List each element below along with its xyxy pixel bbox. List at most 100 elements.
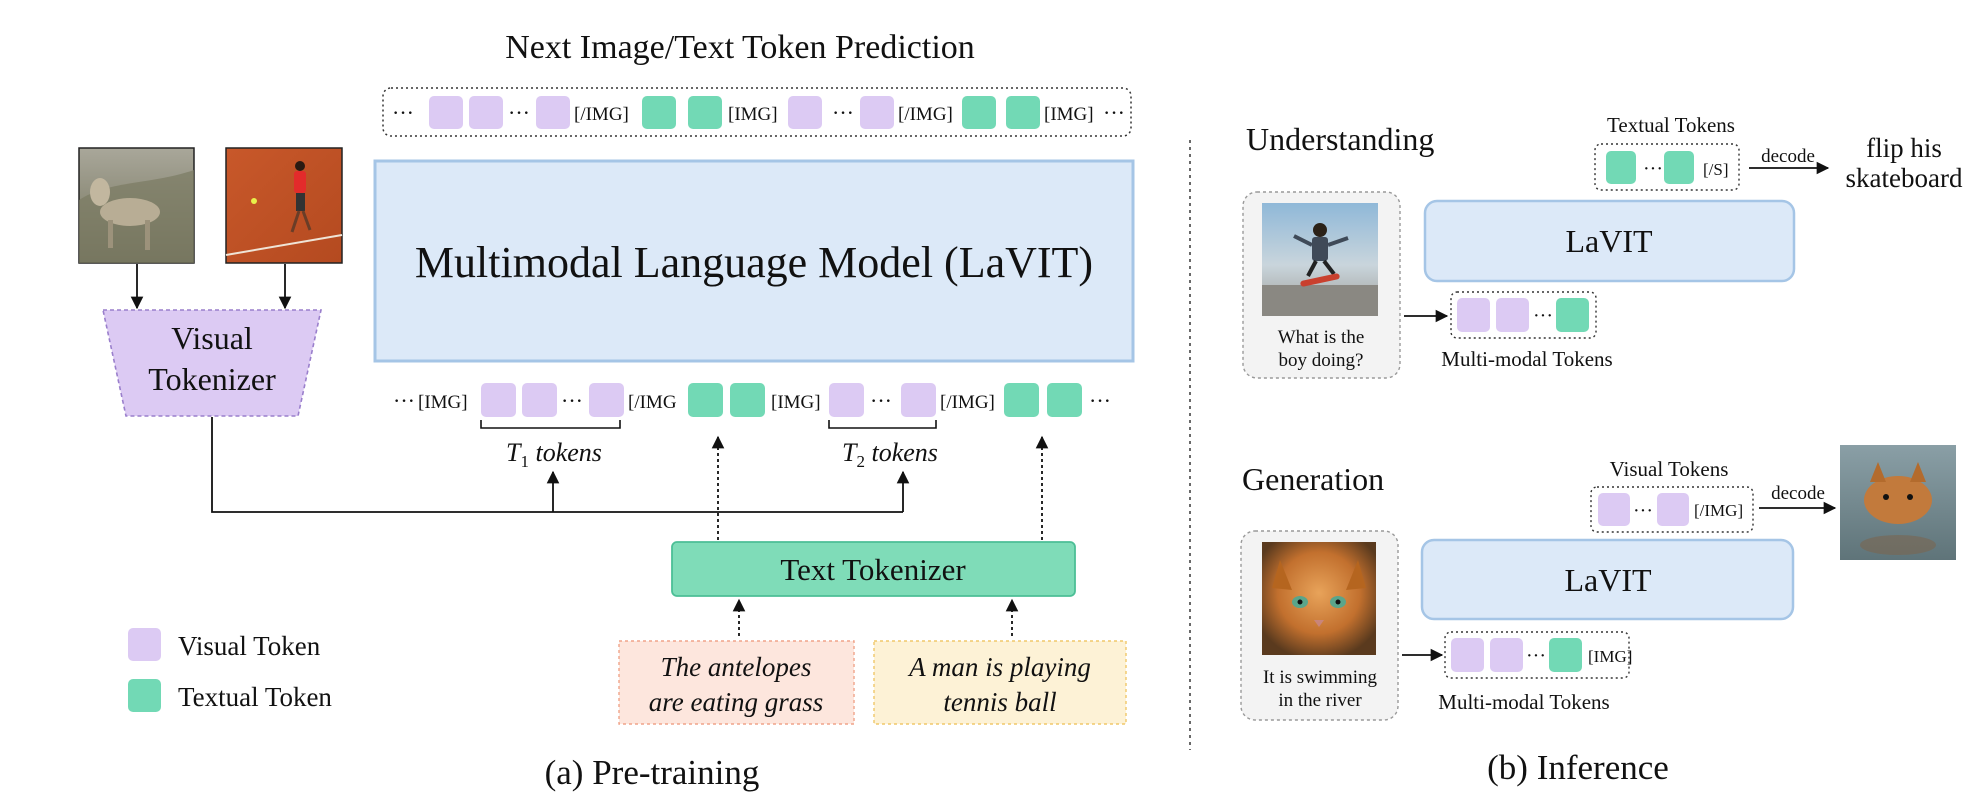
textual-token [1664,151,1694,184]
understanding-answer: skateboard [1846,163,1963,193]
visual-token-connector [211,417,903,513]
understanding-input-tokens-label: Multi-modal Tokens [1441,347,1612,371]
textual-token [1549,638,1582,672]
generation-output-tokens-label: Visual Tokens [1610,457,1729,481]
generation-title: Generation [1242,461,1384,497]
bottom-token-sequence: ··· [IMG] ··· [/IMG [IMG] ··· [/IMG] ··· [393,383,1111,417]
multimodal-language-model-label: Multimodal Language Model (LaVIT) [415,238,1093,287]
visual-tokenizer-label: Visual [171,320,253,356]
ellipsis: ··· [1633,500,1653,522]
textual-token [1006,96,1040,129]
t1-symbol: T [506,438,522,467]
understanding-lavit-box [1423,199,1796,283]
understanding-question: boy doing? [1279,350,1364,371]
visual-tokenizer-label: Tokenizer [148,361,276,397]
generation-output-tokens-frame [1590,486,1754,533]
textual-token [1047,383,1082,417]
close-img-token: [/IMG] [940,392,995,413]
generation-input-tokens-frame [1444,631,1630,679]
close-img-token: [/IMG] [1694,501,1743,520]
pretraining-caption: (a) Pre-training [545,753,760,792]
ellipsis: ··· [832,100,854,125]
ellipsis: ··· [870,388,892,413]
caption-tennis-text: tennis ball [943,687,1056,717]
t1-bracket [480,420,621,429]
understanding-title: Understanding [1246,121,1434,157]
visual-token [788,96,822,129]
understanding-output-tokens-label: Textual Tokens [1607,113,1735,137]
textual-token [730,383,765,417]
ellipsis: ··· [392,100,414,125]
visual-token [1496,298,1529,332]
cat-photo [1262,542,1376,655]
decode-label: decode [1761,146,1815,167]
ellipsis: ··· [1089,388,1111,413]
visual-token [1598,493,1630,526]
open-img-token: [IMG] [1044,104,1094,125]
caption-antelopes-text: are eating grass [649,687,824,717]
legend-textual-label: Textual Token [178,682,332,712]
visual-token [469,96,503,129]
t1-subscript: 1 [520,452,529,471]
antelope-image [78,147,195,264]
end-token: [/S] [1703,160,1729,179]
top-sequence-frame [382,87,1132,137]
skateboard-photo [1262,203,1378,316]
multimodal-language-model-box [373,159,1135,363]
inference-caption: (b) Inference [1487,748,1669,787]
top-token-sequence: ··· ··· [/IMG] [IMG] ··· [/IMG] [IMG] ··… [382,87,1132,137]
ellipsis: ··· [1526,645,1546,667]
tennis-image [225,147,343,264]
t1-word: tokens [535,438,601,467]
legend-visual-label: Visual Token [178,631,321,661]
understanding-output-tokens-frame [1594,143,1740,191]
visual-token [1657,493,1689,526]
textual-token [688,96,722,129]
open-img-token: [IMG] [728,104,778,125]
legend-visual-swatch [128,628,161,661]
understanding-answer: flip his [1866,133,1942,163]
understanding-question: What is the [1278,327,1365,348]
visual-token [901,383,936,417]
t2-bracket [828,420,937,429]
ellipsis: ··· [561,388,583,413]
ellipsis: ··· [1103,100,1125,125]
textual-token [1556,298,1589,332]
legend-textual-swatch [128,679,161,712]
t2-word: tokens [871,438,937,467]
understanding-input-tokens-frame [1450,291,1597,339]
visual-token [522,383,557,417]
caption-tennis-box [873,640,1127,725]
caption-antelopes-box [618,640,855,725]
generation-lavit-box [1420,538,1795,621]
ellipsis: ··· [393,388,415,413]
textual-token [962,96,996,129]
t1-tokens-label: T1 tokens [506,438,602,471]
textual-token [688,383,723,417]
textual-token [642,96,676,129]
textual-token [1606,151,1636,184]
close-img-token: [/IMG] [574,104,629,125]
caption-tennis-text: A man is playing [907,652,1091,682]
textual-token [1004,383,1039,417]
generation-prompt: It is swimming [1263,667,1378,688]
t2-subscript: 2 [856,452,865,471]
visual-tokenizer-box [102,309,322,417]
generation-prompt: in the river [1278,690,1362,711]
generation-lavit-label: LaVIT [1564,562,1652,598]
swimming-cat-result [1840,445,1956,560]
visual-token [829,383,864,417]
visual-token [429,96,463,129]
decode-label: decode [1771,483,1825,504]
text-tokenizer-box [671,541,1076,597]
understanding-lavit-label: LaVIT [1565,223,1653,259]
visual-token [860,96,894,129]
visual-token [589,383,624,417]
t2-tokens-label: T2 tokens [842,438,938,471]
caption-antelopes-text: The antelopes [661,652,812,682]
text-tokenizer-label: Text Tokenizer [780,552,966,587]
close-img-token: [/IMG] [898,104,953,125]
open-img-token: [IMG] [418,392,468,413]
ellipsis: ··· [508,100,530,125]
